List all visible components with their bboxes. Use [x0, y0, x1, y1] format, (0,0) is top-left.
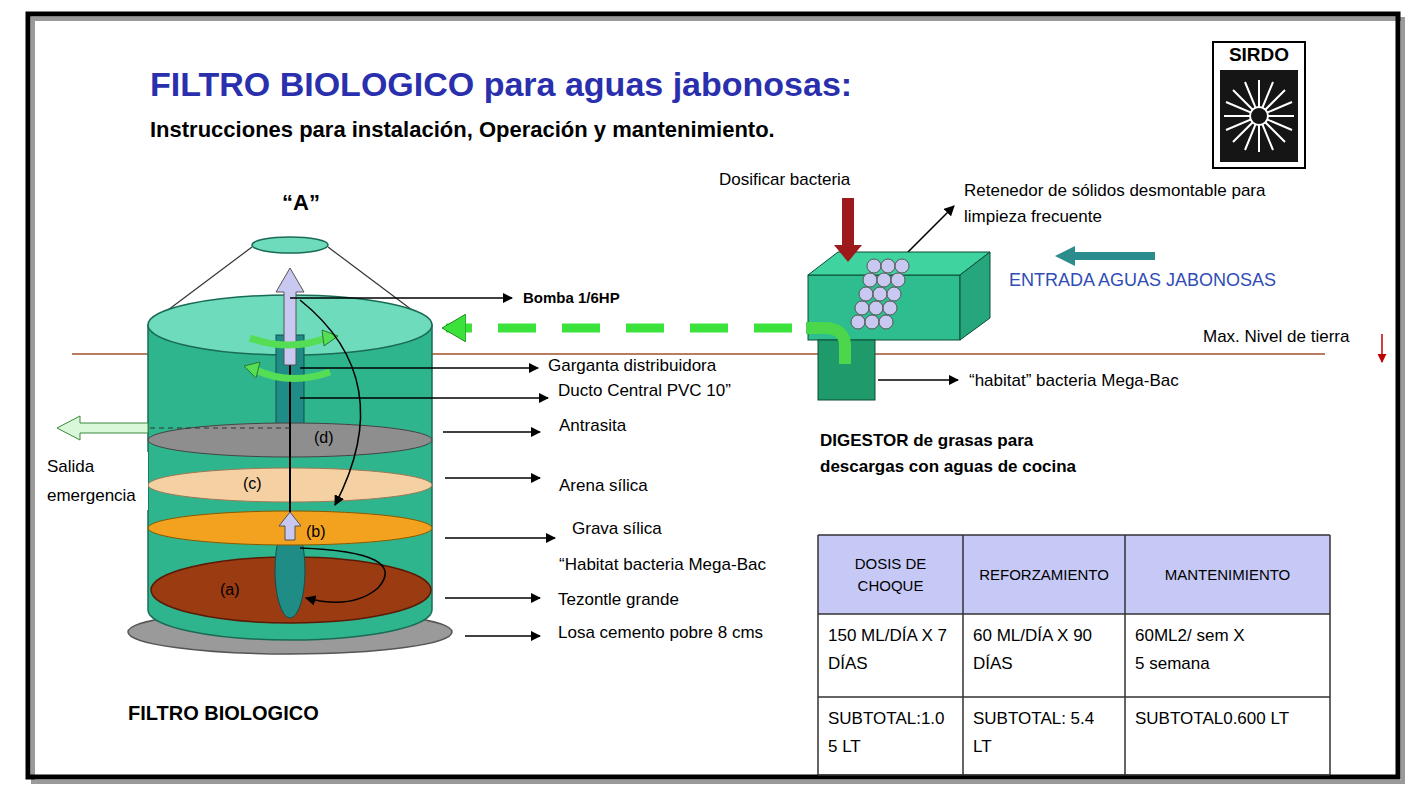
callout-label: Salida emergencia	[46, 452, 148, 510]
retainer-ball	[869, 301, 883, 315]
level-arrow	[1381, 334, 1383, 362]
retainer-ball	[887, 287, 901, 301]
leader-line	[290, 297, 512, 299]
leader-line	[445, 597, 540, 599]
retainer-ball	[863, 273, 877, 287]
callout-label: (d)	[314, 428, 334, 447]
callout-label: Retenedor de sólidos desmontable para li…	[963, 178, 1270, 230]
table-header-fill	[818, 535, 1330, 614]
callout-label: SIRDO	[1216, 44, 1302, 67]
table-cell: 60 ML/DÍA X 90 DÍAS	[973, 622, 1115, 678]
filter-tank: FILTRO BIOLOGICO	[128, 236, 446, 651]
upflow-arrow	[279, 512, 301, 540]
node-heading: DIGESTOR de grasas para descargas con ag…	[820, 428, 1120, 480]
retainer-ball	[859, 287, 873, 301]
frame	[28, 14, 1398, 777]
title: FILTRO BIOLOGICO para aguas jabonosas:	[150, 64, 852, 105]
flow-arrow	[446, 324, 792, 333]
leader-line	[300, 367, 538, 369]
callout-label: Ducto Central PVC 10”	[557, 381, 732, 401]
table-cell: 60ML2/ sem X 5 semana	[1135, 622, 1245, 678]
tank-cap	[252, 237, 328, 253]
leader-line	[443, 431, 540, 433]
distribution-arrow	[256, 370, 330, 379]
digester-outflow	[806, 328, 845, 364]
retainer-ball	[851, 315, 865, 329]
gravel-layer	[148, 511, 432, 545]
table-cell: SUBTOTAL0.600 LT	[1135, 705, 1320, 733]
callout-label: ENTRADA AGUAS JABONOSAS	[1008, 270, 1277, 292]
callout-label: Bomba 1/6HP	[522, 289, 621, 307]
node-heading: FILTRO BIOLOGICO	[128, 700, 388, 726]
digester-top	[808, 252, 990, 275]
retainer-ball	[873, 287, 887, 301]
retainer-ball	[877, 273, 891, 287]
table-grid	[818, 535, 1330, 775]
leader-line	[465, 635, 540, 637]
callout-label: Max. Nivel de tierra	[1202, 327, 1350, 347]
logo-sunburst	[1224, 80, 1294, 152]
retainer-ball	[881, 259, 895, 273]
solids-retainer	[851, 259, 909, 329]
table-cell: SUBTOTAL: 5.4 LT	[973, 705, 1115, 761]
table-cell: SUBTOTAL:1.05 LT	[828, 705, 953, 761]
callout-label: Arena sílica	[558, 476, 649, 496]
inflow-arrow	[1055, 246, 1155, 266]
callout-label: “habitat” bacteria Mega-Bac	[968, 371, 1180, 391]
logo-box	[1213, 42, 1305, 168]
overflow-line	[150, 427, 290, 428]
retainer-ball	[879, 315, 893, 329]
emergency-outlet-arrow	[57, 416, 148, 440]
callout-label: Garganta distribuidora	[547, 356, 717, 376]
pump-arrow	[276, 268, 304, 365]
leader-line	[445, 477, 540, 479]
table-header-cell: DOSIS DE CHOQUE	[841, 553, 941, 597]
table-cell: 150 ML/DÍA X 7 DÍAS	[828, 622, 953, 678]
logo-sun	[1250, 107, 1268, 125]
frame-shadow	[33, 19, 1403, 782]
percolation-arrow	[300, 300, 361, 505]
callout-label: “A”	[282, 190, 320, 216]
distribution-arrow-head	[244, 362, 260, 378]
dose-arrow	[834, 198, 862, 262]
retainer-ball	[891, 273, 905, 287]
callout-label: Grava sílica	[571, 519, 663, 539]
grease-digester: DIGESTOR de grasas para descargas con ag…	[792, 248, 994, 403]
callout-label: Losa cemento pobre 8 cms	[557, 623, 764, 643]
distribution-arrow	[250, 338, 326, 345]
callout-label: Antrasita	[558, 416, 627, 436]
callout-label: Tezontle grande	[557, 590, 680, 610]
retainer-ball	[867, 259, 881, 273]
leader-line	[878, 379, 958, 381]
digester-side	[960, 252, 990, 340]
callout-label: (b)	[306, 522, 326, 541]
retainer-ball	[865, 315, 879, 329]
callout-label: Dosificar bacteria	[718, 170, 851, 190]
callout-label: (a)	[220, 580, 240, 599]
table-header-cell: MANTENIMIENTO	[1130, 564, 1325, 586]
table-header-cell: REFORZAMIENTO	[969, 564, 1119, 586]
subtitle: Instrucciones para instalación, Operació…	[150, 117, 775, 143]
leader-line	[300, 397, 548, 399]
callout-label: (c)	[243, 474, 262, 493]
callout-label: “Habitat bacteria Mega-Bac	[558, 555, 767, 575]
retainer-ball	[855, 301, 869, 315]
retainer-ball	[895, 259, 909, 273]
leader-line	[445, 537, 555, 539]
logo-square	[1220, 70, 1298, 162]
return-arrow	[300, 548, 385, 602]
retainer-ball	[883, 301, 897, 315]
